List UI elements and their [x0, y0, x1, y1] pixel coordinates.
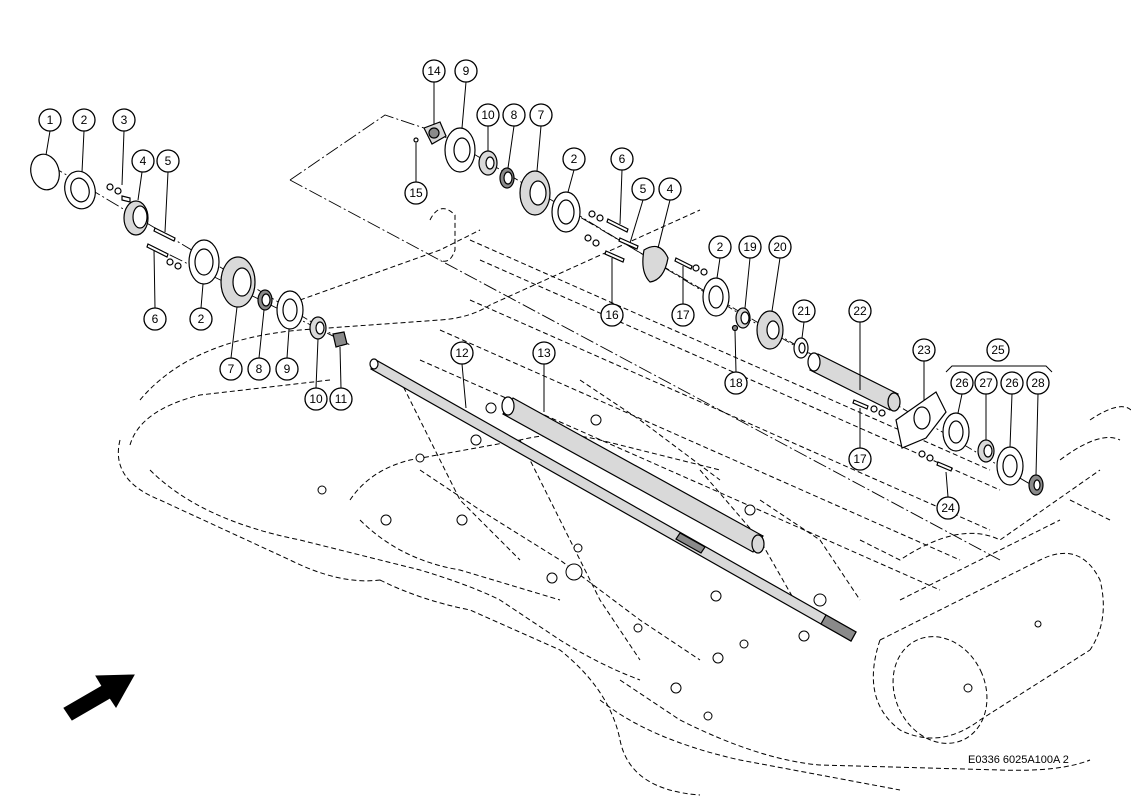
callout-number: 7	[538, 108, 545, 122]
callout-number: 14	[427, 64, 441, 78]
callout-number: 10	[481, 108, 495, 122]
callout: 13	[532, 341, 556, 365]
callout: 27	[974, 371, 998, 395]
callout: 17	[848, 447, 872, 471]
callout: 10	[476, 103, 500, 127]
callout-number: 6	[152, 312, 159, 326]
callout-number: 15	[409, 186, 423, 200]
callout: 26	[1000, 371, 1024, 395]
callout-number: 6	[619, 152, 626, 166]
callout-number: 26	[955, 376, 969, 390]
callout: 6	[610, 147, 634, 171]
callout: 2	[562, 147, 586, 171]
callout-number: 20	[773, 240, 787, 254]
callout: 4	[658, 177, 682, 201]
callout: 24	[936, 496, 960, 520]
callout: 21	[792, 299, 816, 323]
callout: 9	[454, 59, 478, 83]
callout: 2	[708, 235, 732, 259]
callout-number: 5	[165, 154, 172, 168]
callout: 19	[738, 235, 762, 259]
main-shaft	[369, 358, 857, 642]
right-hardware	[674, 257, 1044, 496]
callout-number: 1	[47, 113, 54, 127]
callout-number: 28	[1031, 376, 1045, 390]
callout-number: 11	[335, 392, 348, 406]
callout-number: 24	[941, 501, 955, 515]
callout: 17	[671, 303, 695, 327]
callout: 23	[912, 338, 936, 362]
callout-number: 5	[640, 182, 647, 196]
upper-hardware	[413, 121, 669, 283]
callout-number: 7	[228, 362, 235, 376]
callout-number: 9	[463, 64, 470, 78]
callout-number: 2	[81, 113, 88, 127]
callout-number: 8	[511, 108, 518, 122]
callout-number: 17	[853, 452, 867, 466]
callout-number: 4	[140, 154, 147, 168]
callout-number: 10	[309, 392, 323, 406]
callout-number: 27	[979, 376, 993, 390]
callout: 1	[38, 108, 62, 132]
callout-number: 22	[853, 304, 867, 318]
callout: 5	[631, 177, 655, 201]
callout: 4	[131, 149, 155, 173]
callout-number: 9	[284, 362, 291, 376]
callouts: 1 2 3 4 5 6 2 7 8 9 10 11 14 9 10 8 7 15…	[38, 59, 1050, 520]
callout-number: 12	[455, 346, 469, 360]
tube-22	[807, 352, 901, 412]
callout-number: 8	[256, 362, 263, 376]
callout-number: 2	[717, 240, 724, 254]
arrow-up-right-icon	[63, 674, 135, 721]
callout: 8	[247, 357, 271, 381]
callout-number: 13	[537, 346, 551, 360]
callout-number: 17	[676, 308, 690, 322]
callout: 6	[143, 307, 167, 331]
callout: 16	[600, 303, 624, 327]
callout: 2	[189, 307, 213, 331]
callout-number: 16	[605, 308, 619, 322]
callout: 26	[950, 371, 974, 395]
callout: 8	[502, 103, 526, 127]
callout-number: 26	[1005, 376, 1019, 390]
callout: 7	[219, 357, 243, 381]
callout-number: 23	[917, 343, 931, 357]
callout-number: 25	[991, 343, 1005, 357]
callout: 14	[422, 59, 446, 83]
callout-number: 3	[121, 113, 128, 127]
callout: 12	[450, 341, 474, 365]
callout-number: 4	[667, 182, 674, 196]
callout-number: 2	[198, 312, 205, 326]
callout: 10	[304, 387, 328, 411]
callout: 7	[529, 103, 553, 127]
callout-number: 19	[743, 240, 757, 254]
callout: 9	[275, 357, 299, 381]
callout-number: 2	[571, 152, 578, 166]
left-hardware	[30, 153, 348, 348]
callout-number: 21	[797, 304, 811, 318]
callout: 2	[72, 108, 96, 132]
drawing-code: E0336 6025A100A 2	[968, 754, 1069, 766]
callout: 18	[724, 371, 748, 395]
callout: 25	[986, 338, 1010, 362]
callout: 3	[112, 108, 136, 132]
callout: 28	[1026, 371, 1050, 395]
callout: 20	[768, 235, 792, 259]
callout: 11	[329, 387, 353, 411]
tube	[501, 396, 765, 554]
callout: 22	[848, 299, 872, 323]
callout: 5	[156, 149, 180, 173]
callout-number: 18	[729, 376, 743, 390]
leader-lines	[45, 81, 1053, 498]
callout: 15	[404, 181, 428, 205]
